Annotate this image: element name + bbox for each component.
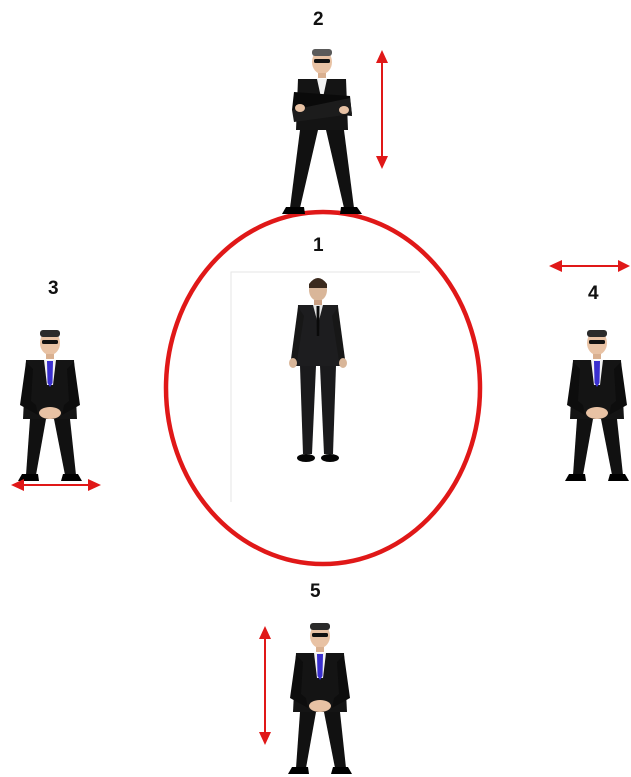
left-guard-figure-icon (18, 330, 82, 481)
principal-figure-icon (289, 278, 347, 462)
principal-image-frame (230, 271, 420, 502)
label-principal: 1 (313, 235, 324, 256)
right-guard-figure-icon (565, 330, 629, 481)
label-right-guard: 4 (588, 283, 599, 304)
protection-circle (163, 209, 483, 567)
label-left-guard: 3 (48, 278, 59, 299)
vertical-arrow-icon (259, 626, 271, 745)
vertical-arrow-icon (376, 50, 388, 169)
rear-guard-figure-icon (288, 623, 352, 774)
label-front-guard: 2 (313, 9, 324, 30)
label-rear-guard: 5 (310, 581, 321, 602)
horizontal-arrow-icon (11, 479, 101, 491)
horizontal-arrow-icon (549, 260, 630, 272)
front-guard-figure-icon (282, 49, 362, 214)
